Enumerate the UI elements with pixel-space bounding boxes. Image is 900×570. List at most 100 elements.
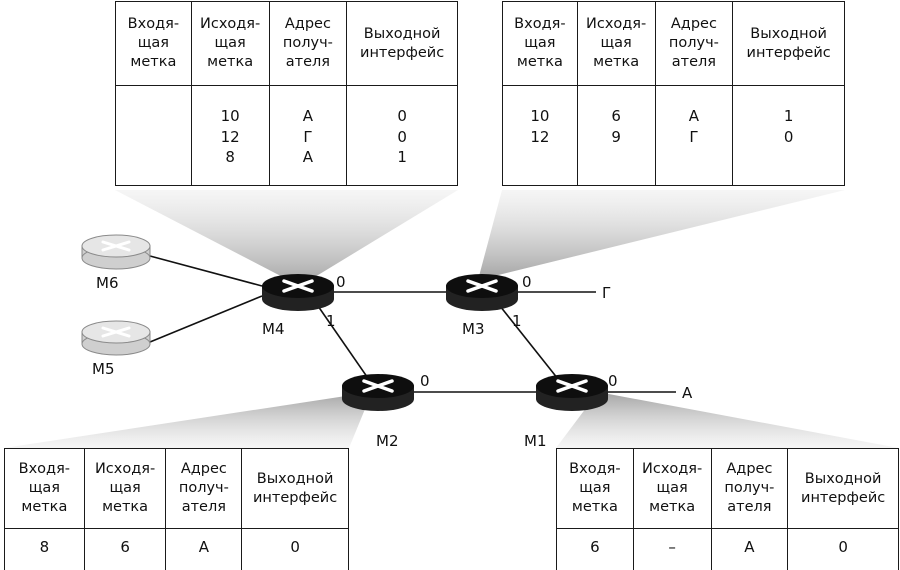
table-cell-in-label: 8: [4, 528, 85, 570]
router-label-m4: M4: [262, 320, 285, 338]
table-cell-value: –: [668, 538, 676, 556]
table-cell-value: 12: [530, 127, 550, 146]
interface-label-m1-0: 0: [608, 372, 618, 390]
interface-label-m4-1: 1: [326, 312, 336, 330]
router-label-m5: M5: [92, 360, 115, 378]
table-cell-out-label: –: [632, 528, 712, 570]
column-header-line: Входя-: [18, 461, 71, 477]
table-cell-destination: А: [710, 528, 789, 570]
callout-wedge-m3: [478, 190, 845, 280]
interface-label-m2-0: 0: [420, 372, 430, 390]
table-cell-value: А: [198, 538, 209, 556]
table-cell-value: 0: [838, 538, 848, 556]
column-header-line: Адрес: [670, 16, 717, 32]
table-cell-value: 6: [120, 538, 130, 556]
table-cell-value: 0: [783, 127, 794, 146]
column-header-in-label: Входя-щая метка: [115, 1, 192, 86]
table-cell-value: А: [744, 538, 755, 556]
column-header-line: метка: [21, 499, 68, 515]
column-header-line: интерфейс: [746, 44, 831, 61]
interface-label-m3-0: 0: [522, 273, 532, 291]
column-header-line: Выходной: [750, 25, 827, 42]
table-cell-value: А: [302, 148, 314, 166]
column-header-line: Выходной: [256, 470, 334, 487]
table-cell-value: 10: [220, 107, 240, 125]
router-label-m1: M1: [524, 432, 547, 450]
table-cell-value: А: [302, 107, 314, 125]
router-label-m6: M6: [96, 274, 119, 292]
table-cell-in-label: [115, 85, 192, 186]
interface-label-m4-0: 0: [336, 273, 346, 291]
table-cell-value: 8: [225, 148, 235, 166]
router-m6: [81, 234, 151, 270]
table-cell-value: 9: [611, 127, 621, 146]
column-header-line: интерфейс: [360, 44, 445, 61]
table-cell-out-interface: 0: [241, 528, 349, 570]
column-header-line: щая: [137, 35, 169, 51]
column-header-line: Входя-: [127, 16, 180, 32]
table-cell-value: 6: [590, 538, 600, 556]
column-header-line: щая: [214, 35, 246, 51]
table-cell-out-label: 6: [83, 528, 167, 570]
table-cell-in-label: 6: [556, 528, 634, 570]
table-cell-out-label: 10 12 8: [190, 85, 270, 186]
column-header-line: метка: [130, 54, 177, 70]
column-header-line: Входя-: [514, 16, 566, 32]
link-m5-m4: [149, 295, 263, 343]
column-header-line: Исходя-: [642, 461, 703, 477]
table-cell-value: Г: [689, 127, 699, 146]
destination-label-a: А: [682, 384, 693, 402]
network-links: [149, 255, 676, 393]
link-m3-m1: [499, 305, 563, 385]
table-cell-value: 8: [39, 538, 50, 556]
column-header-line: Адрес: [284, 16, 331, 32]
table-cell-value: 10: [530, 107, 550, 125]
table-cell-value: 0: [397, 107, 407, 125]
table-cell-value: [116, 106, 191, 127]
column-header-line: щая: [579, 480, 611, 496]
column-header-line: получ-: [282, 35, 333, 51]
table-cell-value: Г: [303, 127, 313, 146]
table-cell-value: [116, 147, 191, 168]
table-cell-value: 0: [290, 538, 300, 556]
router-label-m2: M2: [376, 432, 399, 450]
link-m4-m2: [317, 305, 373, 385]
column-header-line: Выходной: [804, 470, 882, 487]
column-header-line: получ-: [178, 480, 229, 496]
column-header-line: метка: [593, 54, 640, 70]
table-cell-value: 1: [783, 107, 794, 125]
column-header-line: щая: [600, 35, 632, 51]
column-header-line: метка: [207, 54, 254, 70]
column-header-line: Входя-: [569, 461, 621, 477]
callout-wedge-m4: [115, 190, 458, 286]
table-cell-value: [116, 127, 191, 148]
column-header-out-interface: Выходной интерфейс: [732, 1, 845, 86]
table-cell-value: 12: [220, 127, 240, 146]
column-header-line: Адрес: [180, 461, 227, 477]
router-m2: [342, 374, 414, 411]
table-cell-out-interface: 0: [787, 528, 899, 570]
column-header-line: ателя: [727, 499, 772, 515]
table-cell-value: А: [688, 107, 700, 125]
router-label-m3: M3: [462, 320, 485, 338]
column-header-line: Исходя-: [94, 461, 156, 477]
table-cell-value: 0: [397, 127, 407, 146]
